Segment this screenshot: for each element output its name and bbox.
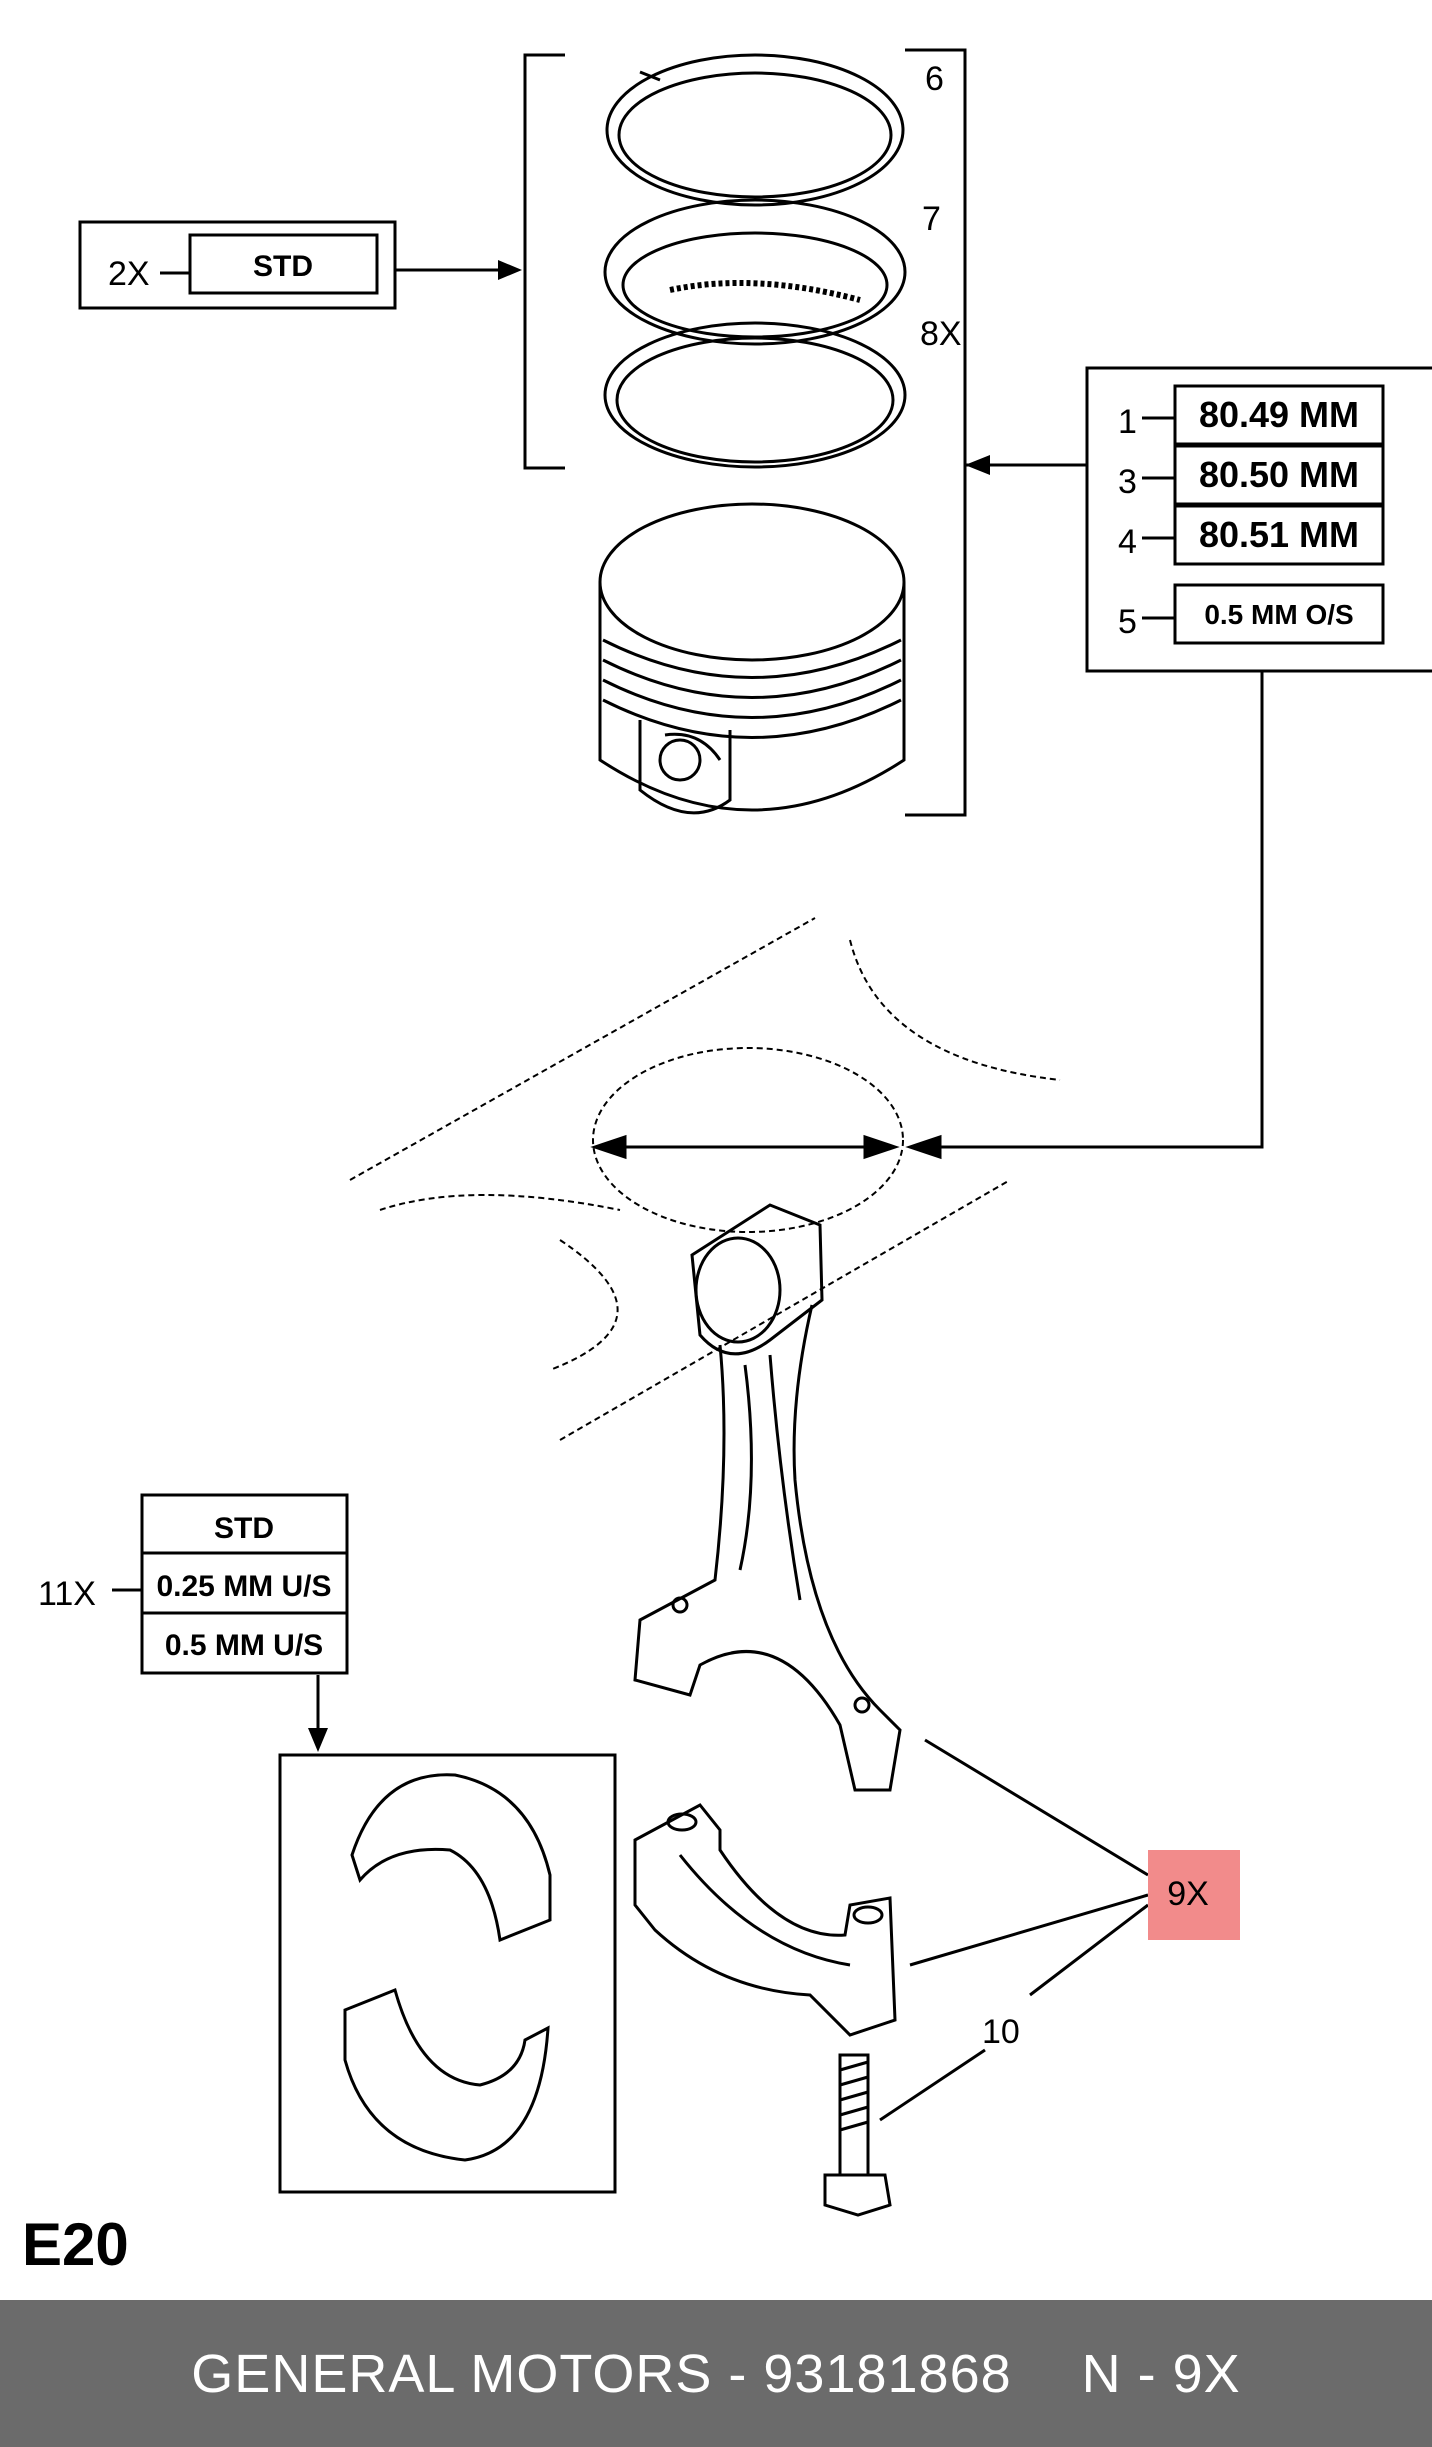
- bore-size-table: [1085, 366, 1432, 673]
- connecting-rod: [633, 1203, 902, 1792]
- bore-size-1: 80.49 MM: [1199, 394, 1359, 435]
- bearing-size-std: STD: [214, 1512, 274, 1545]
- bearing-size-025: 0.25 MM U/S: [156, 1570, 331, 1603]
- ring-bracket: [523, 53, 565, 470]
- label-7: 7: [922, 200, 941, 238]
- bore-num-4: 4: [1118, 523, 1137, 561]
- rod-bolt: [823, 2053, 892, 2217]
- footer-bar: GENERAL MOTORS - 93181868 N - 9X: [0, 2300, 1432, 2447]
- footer-suffix: N - 9X: [1081, 2343, 1241, 2404]
- bearing-size-05: 0.5 MM U/S: [165, 1629, 323, 1662]
- piston-bracket: [905, 48, 967, 817]
- bore-num-3: 3: [1118, 463, 1137, 501]
- ring-qty-label: 2X: [108, 255, 150, 293]
- piston-ring-8: [603, 321, 907, 469]
- bearing-shell-box: [278, 1753, 617, 2194]
- bearing-shell-lower: [343, 1987, 550, 2162]
- bearing-size-table: [140, 1493, 349, 1675]
- piston-ring-6: [605, 53, 905, 207]
- piston: [598, 502, 906, 815]
- footer-part-text: GENERAL MOTORS - 93181868: [191, 2343, 1012, 2404]
- bearing-shell-upper: [350, 1773, 552, 1943]
- bore-size-5: 0.5 MM O/S: [1204, 599, 1353, 630]
- figure-code: E20: [22, 2211, 129, 2278]
- parts-diagram: 2X STD 6 7 8X 1 3 4 5 80.49 MM 80.50 MM …: [38, 48, 1432, 2217]
- label-8x: 8X: [920, 315, 962, 353]
- bore-num-5: 5: [1118, 603, 1137, 641]
- highlight-9x-box: [1148, 1850, 1240, 1940]
- label-9x: 9X: [1167, 1875, 1209, 1913]
- bearing-qty-label: 11X: [38, 1575, 96, 1613]
- cylinder-block: [349, 917, 1061, 1441]
- bore-num-1: 1: [1118, 403, 1137, 441]
- bore-size-3: 80.50 MM: [1199, 454, 1359, 495]
- leader-bore-table: [940, 670, 1264, 1149]
- connecting-rod-cap: [633, 1803, 897, 2037]
- label-10: 10: [982, 2013, 1020, 2051]
- bore-size-4: 80.51 MM: [1199, 514, 1359, 555]
- label-6: 6: [925, 60, 944, 98]
- ring-std-label: STD: [253, 250, 313, 283]
